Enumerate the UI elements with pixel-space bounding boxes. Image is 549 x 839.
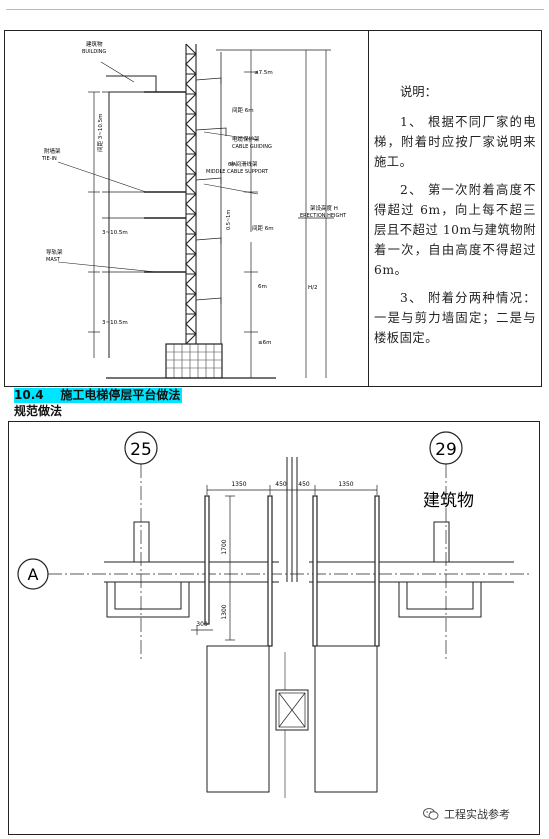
dim-left-1: 3~10.5m <box>102 230 128 236</box>
table-divider <box>368 31 369 386</box>
dim-450-left: 450 <box>275 481 287 488</box>
watermark-text: 工程实战参考 <box>444 808 510 821</box>
dim-6m-a: 6m <box>228 162 236 168</box>
dim-spacing-1: 间距 6m <box>232 106 254 114</box>
dim-0.5-1m: 0.5~1m <box>226 210 232 230</box>
dim-spacing-2: 间距 6m <box>252 224 274 232</box>
dim-450-right: 450 <box>298 481 310 488</box>
section-title-text: 施工电梯停层平台做法 <box>60 388 181 402</box>
dim-1300: 1300 <box>221 604 228 619</box>
elevator-elevation-drawing: 建筑物 BUILDING 附墙架 TIE-IN 导轨架 MAST 电缆保护架 C… <box>41 40 347 379</box>
mast-label-en: MAST <box>46 257 61 263</box>
watermark: 工程实战参考 <box>423 806 510 822</box>
note-item: 2、 第一次附着高度不得超过 6m，向上每不超三层且不超过 10m与建筑物附着一… <box>374 183 536 277</box>
middle-cable-label-en: MIDDLE CABLE SUPPORT <box>206 169 269 175</box>
dim-le-6m: ≤6m <box>258 340 271 346</box>
building-label-en: BUILDING <box>82 49 106 55</box>
middle-cable-label-cn: 中间滑线架 <box>230 160 258 168</box>
notes-heading: 说明： <box>400 85 437 99</box>
dim-h-half: H/2 <box>308 285 318 291</box>
dim-6m-b: 6m <box>258 284 267 290</box>
cable-guiding-label-en: CABLE GUIDING <box>232 144 272 150</box>
building-label-cn: 建筑物 <box>86 40 103 48</box>
building-label: 建筑物 <box>423 491 474 511</box>
axis-bubble-29: 29 <box>435 440 457 460</box>
note-item: 3、 附着分两种情况：一是与剪力墙固定；二是与楼板固定。 <box>374 291 536 345</box>
attachment-table: 建筑物 BUILDING 附墙架 TIE-IN 导轨架 MAST 电缆保护架 C… <box>4 30 542 387</box>
tie-in-label-cn: 附墙架 <box>44 147 61 155</box>
section-title: 10.4 施工电梯停层平台做法 <box>14 388 183 403</box>
landing-platform-plan: 25 29 A <box>17 431 529 798</box>
axis-bubble-A: A <box>28 565 39 584</box>
mast-lattice <box>185 43 197 345</box>
cable-guiding-label-cn: 电缆保护架 <box>232 135 260 143</box>
note-item: 1、 根据不同厂家的电梯，附着时应按厂家说明来施工。 <box>374 115 536 169</box>
dim-left-3: 间距 3~10.5m <box>96 114 104 152</box>
axis-bubble-25: 25 <box>130 440 152 460</box>
tie-in-label-en: TIE-IN <box>41 156 57 162</box>
dim-1700: 1700 <box>221 539 228 554</box>
mast-label-cn: 导轨架 <box>46 248 63 256</box>
section-subtitle: 规范做法 <box>14 404 63 418</box>
notes-panel: 说明： 1、 根据不同厂家的电梯，附着时应按厂家说明来施工。 2、 第一次附着高… <box>374 82 536 356</box>
wechat-icon <box>423 808 439 820</box>
dim-top: ≤7.5m <box>254 70 273 76</box>
section-number: 10.4 <box>14 388 44 402</box>
dim-left-2: 3~10.5m <box>102 320 128 326</box>
dim-1350-left: 1350 <box>231 481 246 488</box>
platform-plan-box: 25 29 A <box>8 421 540 835</box>
erection-label-cn: 架设高度 H <box>310 204 338 212</box>
dim-300: 300 <box>196 621 208 628</box>
erection-label-en: ERECTION HEIGHT <box>300 213 347 219</box>
header-rule <box>6 9 544 10</box>
dim-1350-right: 1350 <box>338 481 353 488</box>
